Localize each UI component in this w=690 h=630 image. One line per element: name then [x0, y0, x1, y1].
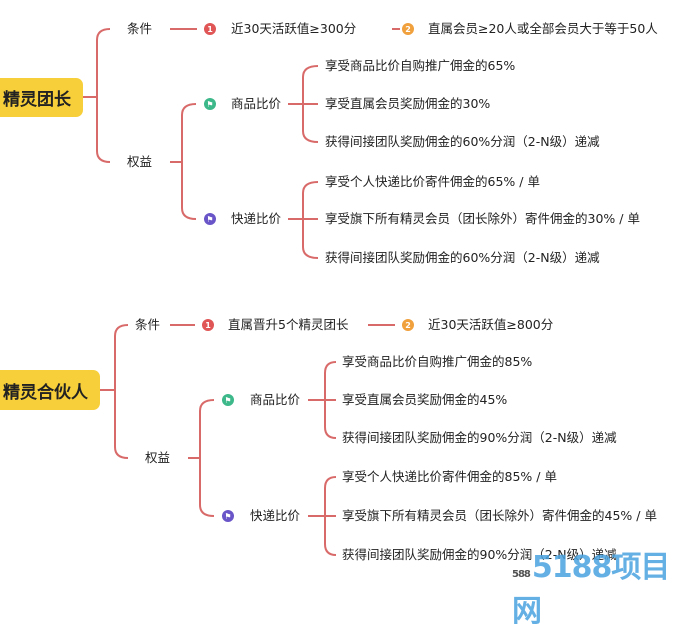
- flag-icon: ⚑: [222, 394, 234, 406]
- benefit-item: 享受旗下所有精灵会员（团长除外）寄件佣金的30% / 单: [325, 210, 640, 226]
- root-node-partner: 精灵合伙人: [0, 370, 100, 410]
- benefits-label: 权益: [145, 449, 171, 465]
- flag-icon: ⚑: [204, 213, 216, 225]
- flag-icon: ⚑: [204, 98, 216, 110]
- benefit-item: 享受旗下所有精灵会员（团长除外）寄件佣金的45% / 单: [342, 507, 657, 523]
- benefit-item: 获得间接团队奖励佣金的90%分润（2-N级）递减: [342, 546, 617, 562]
- benefit-item: 享受商品比价自购推广佣金的85%: [342, 353, 533, 369]
- benefit-item: 享受个人快递比价寄件佣金的85% / 单: [342, 468, 557, 484]
- badge-1-icon: 1: [204, 23, 216, 35]
- connector-lines: [83, 28, 400, 556]
- condition-label: 条件: [135, 316, 161, 332]
- benefits-label: 权益: [127, 153, 153, 169]
- condition-item: 直属会员≥20人或全部会员大于等于50人: [428, 20, 658, 36]
- benefit-item: 获得间接团队奖励佣金的60%分润（2-N级）递减: [325, 133, 600, 149]
- benefit-item: 享受直属会员奖励佣金的30%: [325, 95, 491, 111]
- goods-compare-label: 商品比价: [250, 391, 301, 407]
- benefit-item: 获得间接团队奖励佣金的60%分润（2-N级）递减: [325, 249, 600, 265]
- benefit-item: 享受直属会员奖励佣金的45%: [342, 391, 508, 407]
- benefit-item: 享受商品比价自购推广佣金的65%: [325, 57, 516, 73]
- badge-1-icon: 1: [202, 319, 214, 331]
- flag-icon: ⚑: [222, 510, 234, 522]
- condition-item: 近30天活跃值≥300分: [231, 20, 357, 36]
- benefit-item: 获得间接团队奖励佣金的90%分润（2-N级）递减: [342, 429, 617, 445]
- watermark-logo: 5885188项目网: [512, 550, 670, 629]
- express-compare-label: 快递比价: [250, 507, 301, 523]
- express-compare-label: 快递比价: [231, 210, 282, 226]
- badge-2-icon: 2: [402, 319, 414, 331]
- goods-compare-label: 商品比价: [231, 95, 282, 111]
- badge-2-icon: 2: [402, 23, 414, 35]
- condition-item: 近30天活跃值≥800分: [428, 316, 554, 332]
- benefit-item: 享受个人快递比价寄件佣金的65% / 单: [325, 173, 540, 189]
- condition-label: 条件: [127, 20, 153, 36]
- condition-item: 直属晋升5个精灵团长: [228, 316, 349, 332]
- root-node-team-leader: 精灵团长: [0, 78, 83, 117]
